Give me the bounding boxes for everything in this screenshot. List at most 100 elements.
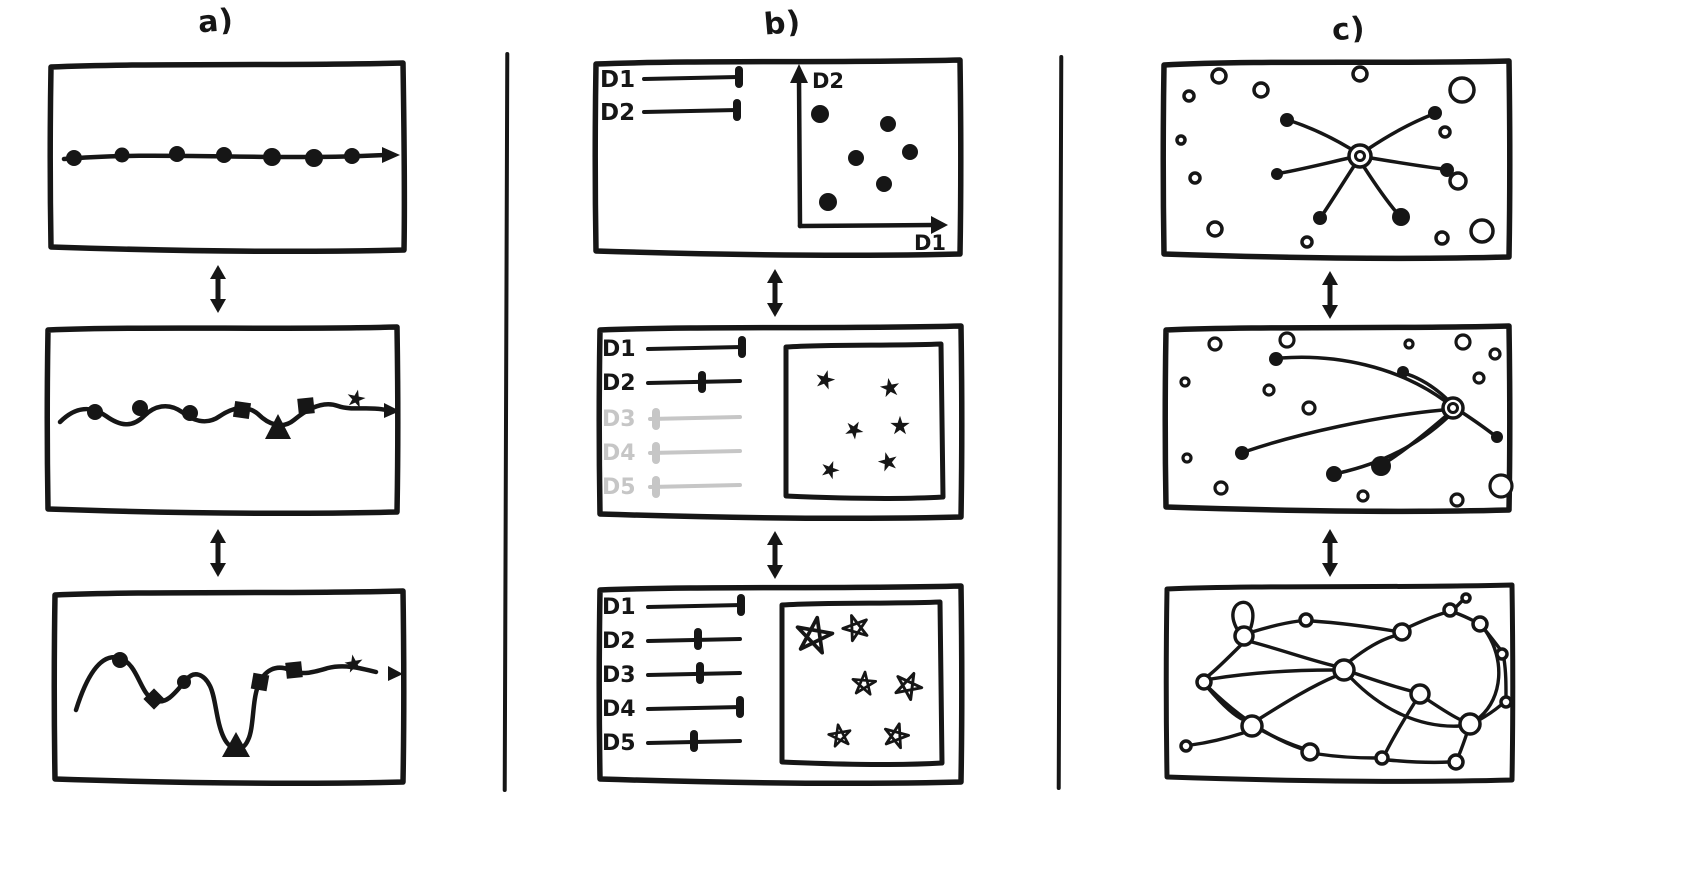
network-nodes xyxy=(1179,592,1513,771)
panel-border xyxy=(1163,582,1516,784)
slider-track xyxy=(646,705,744,711)
panel-border xyxy=(44,324,401,516)
double-arrow-icon xyxy=(760,528,790,586)
panel-c2-drawing xyxy=(1162,323,1514,514)
slider-label: D1 xyxy=(600,67,635,93)
slider-label: D5 xyxy=(602,731,636,756)
hub-leaf-nodes xyxy=(1271,106,1454,226)
panel-border xyxy=(596,583,965,786)
star-glyphs-large xyxy=(792,609,928,751)
slider-d4: D4 xyxy=(602,696,744,722)
plot-box xyxy=(783,341,946,502)
slider-label: D2 xyxy=(602,629,636,654)
panel-c3-drawing xyxy=(1163,582,1516,784)
panel-border xyxy=(47,60,408,254)
double-arrow-icon xyxy=(1315,526,1345,584)
double-arrow-icon xyxy=(203,526,233,584)
slider-label: D2 xyxy=(600,100,635,126)
column-label-b: b) xyxy=(762,4,803,43)
panel-b2-drawing: D1 D2 D3 D4 D5 xyxy=(596,323,965,521)
timeline-points xyxy=(66,146,360,167)
panel-border xyxy=(1160,58,1513,261)
panel-a-loopy-drawing xyxy=(51,588,407,786)
panel-border xyxy=(592,57,964,258)
slider-track xyxy=(646,671,742,677)
panel-b3-drawing: D1 D2 D3 D4 D5 xyxy=(596,583,965,786)
slider-d2: D2 xyxy=(602,371,742,396)
slider-label: D4 xyxy=(602,441,636,466)
slider-d3-inactive: D3 xyxy=(602,407,742,432)
panel-border xyxy=(596,323,965,521)
slider-label: D3 xyxy=(602,407,636,432)
hub-leaf-nodes xyxy=(1235,352,1503,482)
scatter-points xyxy=(811,105,918,211)
axis-y-label: D2 xyxy=(812,69,844,93)
column-label-a: a) xyxy=(196,2,236,41)
column-divider xyxy=(502,51,510,793)
slider-track xyxy=(642,108,739,114)
slider-label: D1 xyxy=(602,595,636,620)
hub-node xyxy=(1347,143,1373,169)
panel-c-hub-compact xyxy=(1155,52,1517,265)
slider-track xyxy=(648,415,742,421)
arrowhead-icon xyxy=(388,666,403,681)
panel-b-scatter-2d: D1 D2 D2 D1 xyxy=(588,52,968,262)
panel-a-loopy-line xyxy=(46,582,411,790)
loopy-curve xyxy=(73,654,379,751)
slider-label: D3 xyxy=(602,663,636,688)
background-nodes xyxy=(1179,331,1514,508)
panel-a-wavy-drawing xyxy=(44,324,401,516)
axis-arrowhead-icon xyxy=(790,64,808,83)
double-arrow-icon xyxy=(203,262,233,320)
slider-track xyxy=(646,603,744,609)
panel-a-line xyxy=(42,55,412,258)
slider-track xyxy=(646,345,744,351)
timeline-axis xyxy=(61,147,400,163)
panel-border xyxy=(51,588,407,786)
slider-track xyxy=(648,483,742,489)
network-edges xyxy=(1189,597,1508,765)
double-arrow-icon xyxy=(1315,268,1345,326)
slider-d3: D3 xyxy=(602,662,742,688)
column-divider xyxy=(1056,54,1064,791)
panel-a-wavy-line xyxy=(40,318,405,520)
slider-d5-inactive: D5 xyxy=(602,475,742,500)
loopy-markers xyxy=(112,652,365,757)
slider-label: D2 xyxy=(602,371,636,396)
panel-c1-drawing xyxy=(1160,58,1513,261)
panel-border xyxy=(1162,323,1513,514)
axis-arrowhead-icon xyxy=(931,216,948,234)
double-arrow-icon xyxy=(760,266,790,324)
hub-edges xyxy=(1245,355,1496,475)
panel-b1-drawing: D1 D2 D2 D1 xyxy=(592,57,964,258)
axis-x-label: D1 xyxy=(914,231,946,255)
slider-label: D1 xyxy=(602,337,636,362)
slider-d1: D1 xyxy=(602,336,746,362)
hub-edges xyxy=(1279,113,1445,216)
slider-track xyxy=(642,75,740,81)
slider-d4-inactive: D4 xyxy=(602,441,742,466)
panel-b-glyphs-full: D1 D2 D3 D4 D5 xyxy=(592,578,969,790)
arrowhead-icon xyxy=(384,403,400,418)
slider-track xyxy=(648,449,742,455)
panel-b-glyphs-partial: D1 D2 D3 D4 D5 xyxy=(592,318,969,525)
slider-d1: D1 xyxy=(600,66,743,93)
slider-d5: D5 xyxy=(602,730,742,756)
panel-c-hub-spread xyxy=(1157,318,1517,518)
wavy-markers xyxy=(87,387,367,439)
scatter-axes: D2 D1 xyxy=(790,64,948,255)
panel-c-network xyxy=(1158,576,1520,788)
slider-label: D5 xyxy=(602,475,636,500)
arrowhead-icon xyxy=(382,147,400,163)
slider-track xyxy=(646,379,742,385)
wavy-curve xyxy=(57,402,389,428)
plot-box xyxy=(779,599,945,768)
slider-label: D4 xyxy=(602,697,636,722)
slider-d1: D1 xyxy=(602,594,745,620)
slider-d2: D2 xyxy=(600,99,741,126)
star-glyphs xyxy=(813,367,910,481)
slider-d2: D2 xyxy=(602,628,742,654)
hub-node xyxy=(1441,396,1465,420)
column-label-c: c) xyxy=(1330,10,1367,49)
